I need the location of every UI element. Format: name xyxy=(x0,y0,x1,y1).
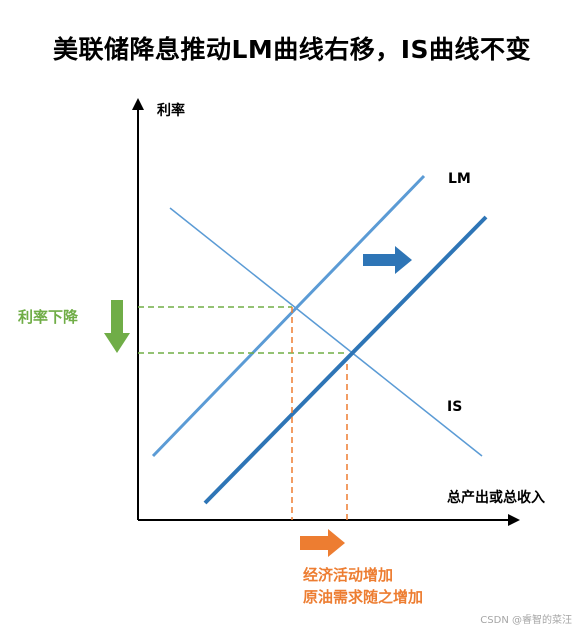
lm-label: LM xyxy=(448,171,471,187)
is-label: IS xyxy=(447,399,463,415)
watermark: CSDN @睿智的菜汪 xyxy=(480,615,572,626)
lm-curve-original xyxy=(151,174,426,458)
lm-shift-arrow xyxy=(363,246,412,274)
y-axis-arrow xyxy=(132,98,144,110)
x-axis-arrow xyxy=(508,514,520,526)
output-up-arrow xyxy=(300,529,345,557)
rate-down-arrow xyxy=(104,300,130,353)
diagram-title: 美联储降息推动LM曲线右移，IS曲线不变 xyxy=(52,35,532,64)
lm-curve-shifted xyxy=(203,215,488,505)
activity-up-label: 经济活动增加 xyxy=(303,566,394,584)
oil-demand-label: 原油需求随之增加 xyxy=(303,588,424,606)
y-axis-label: 利率 xyxy=(157,103,185,119)
is-curve xyxy=(169,207,483,457)
rate-down-label: 利率下降 xyxy=(18,308,79,326)
x-axis-label: 总产出或总收入 xyxy=(447,490,545,506)
